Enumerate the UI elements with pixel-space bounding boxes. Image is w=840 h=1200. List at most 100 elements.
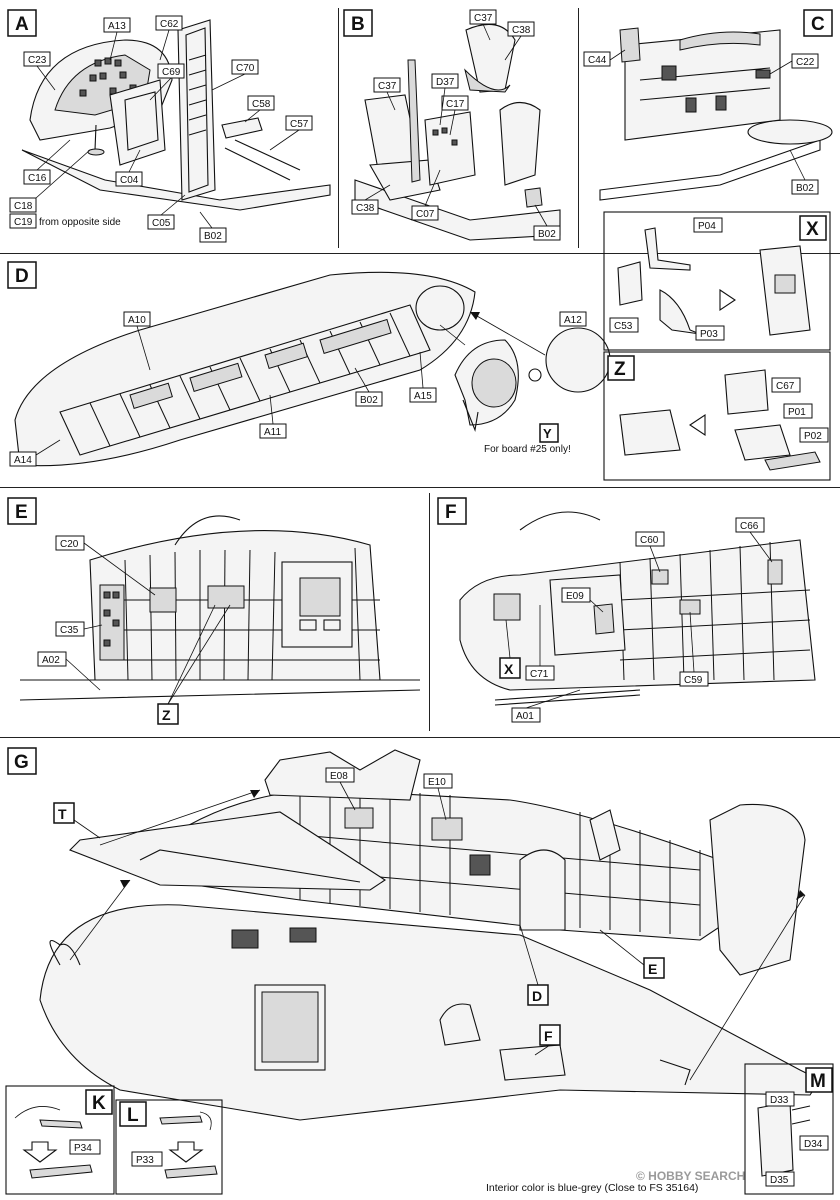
g-arrow-head-1 — [250, 790, 260, 798]
part-a12 — [545, 327, 611, 393]
seat-c38-left — [369, 159, 441, 201]
part-p03 — [659, 289, 701, 335]
svg-text:E08: E08 — [330, 771, 348, 782]
step-f-labels: C66 C60 E09 C71 C59 A01 X — [499, 517, 765, 723]
svg-text:C37: C37 — [378, 81, 397, 92]
step-g-letter: G — [14, 752, 29, 773]
l-curve-arrow — [199, 1111, 212, 1131]
step-g: G — [7, 747, 821, 1121]
svg-text:P03: P03 — [700, 329, 718, 340]
svg-text:C70: C70 — [236, 63, 255, 74]
step-l-box — [119, 1101, 147, 1127]
g-side-door-window — [261, 991, 319, 1063]
part-c22 — [755, 69, 771, 79]
f-door-opening — [549, 574, 626, 656]
c-boxes — [661, 65, 727, 113]
center-console-b — [424, 111, 476, 186]
svg-text:A11: A11 — [264, 427, 281, 438]
seat-base-top — [464, 68, 511, 93]
seat-c37-top — [465, 23, 516, 93]
g-vents — [231, 927, 317, 949]
step-m-letter: M — [810, 1071, 826, 1092]
arrow-a12 — [469, 311, 546, 356]
f-part-x — [493, 593, 521, 621]
interior-color-note: Interior color is blue-grey (Close to FS… — [486, 1182, 698, 1194]
svg-text:A15: A15 — [414, 391, 432, 402]
svg-text:C62: C62 — [160, 19, 179, 30]
svg-text:C04: C04 — [120, 175, 139, 186]
roof-windows — [129, 318, 392, 410]
grid-line-h1 — [0, 253, 840, 254]
g-tank — [519, 849, 566, 931]
g-tail — [709, 803, 806, 976]
part-p04 — [644, 227, 691, 271]
hatch-ellipse — [747, 119, 833, 145]
f-floor-a01 — [494, 689, 641, 706]
step-d-letter: D — [15, 266, 29, 287]
e-part-c20 — [149, 587, 177, 613]
g-top-panel-ridge — [139, 849, 361, 883]
tubing-c — [679, 31, 761, 51]
f-frames — [619, 541, 811, 681]
svg-text:A10: A10 — [128, 315, 146, 326]
e-panel-gauges — [103, 591, 120, 647]
step-d-labels: A10 A12 B02 A15 A11 A14 Y For board #25 … — [9, 311, 587, 467]
bulkhead-c70 — [177, 19, 216, 201]
step-e: E C20 C35 A02 Z — [7, 497, 421, 725]
arrow-x — [719, 288, 736, 312]
g-tail-cone — [659, 1059, 691, 1086]
svg-text:Y: Y — [543, 426, 552, 441]
console-frame — [124, 91, 159, 151]
step-k-box — [85, 1089, 113, 1115]
part-y-opening — [471, 358, 517, 408]
l-part-bottom — [164, 1165, 218, 1179]
grid-line-v2 — [578, 8, 579, 248]
svg-text:C35: C35 — [60, 625, 79, 636]
svg-text:E10: E10 — [428, 777, 446, 788]
arrow-y — [439, 324, 466, 346]
arrow-z — [689, 413, 706, 437]
g-part-e10 — [431, 817, 463, 841]
g-part-e08 — [344, 807, 374, 829]
svg-text:D35: D35 — [770, 1175, 789, 1186]
part-c53 — [617, 261, 643, 306]
g-arrows — [69, 789, 806, 1081]
step-x: X P04 C53 P03 — [603, 211, 831, 351]
svg-text:C58: C58 — [252, 99, 271, 110]
bulkhead-inner — [185, 27, 209, 193]
step-x-labels: P04 C53 P03 — [609, 217, 725, 341]
step-l: L P33 — [115, 1099, 223, 1195]
svg-text:C60: C60 — [640, 535, 659, 546]
g-top-panel-t — [69, 811, 387, 891]
step-f: F C66 C60 E09 C71 C59 A01 X — [437, 497, 816, 723]
svg-text:C18: C18 — [14, 201, 33, 212]
k-label-box — [69, 1139, 101, 1155]
assembly-z — [619, 409, 681, 456]
svg-text:B02: B02 — [360, 395, 378, 406]
l-part-top — [159, 1115, 203, 1125]
step-f-box — [437, 497, 467, 525]
console-b-gauges — [432, 127, 458, 146]
svg-text:A13: A13 — [108, 21, 126, 32]
svg-text:from opposite side: from opposite side — [39, 217, 121, 228]
rails-c57 — [224, 139, 301, 181]
svg-text:P04: P04 — [698, 221, 716, 232]
seat-c58 — [221, 117, 263, 139]
assembly-x-box — [774, 274, 796, 294]
roof-circle-opening — [415, 285, 465, 331]
grid-line-h3 — [0, 737, 840, 738]
svg-text:C57: C57 — [290, 119, 309, 130]
svg-text:P33: P33 — [136, 1155, 154, 1166]
step-k-frame — [5, 1085, 115, 1195]
seat-right — [499, 101, 541, 186]
watermark: © HOBBY SEARCH — [636, 1169, 745, 1183]
bulkhead-rungs — [188, 54, 207, 136]
svg-text:C20: C20 — [60, 539, 79, 550]
step-f-letter: F — [445, 502, 457, 523]
svg-text:C66: C66 — [740, 521, 759, 532]
g-lower-fuselage — [39, 904, 821, 1121]
k-curve-arrow — [14, 1106, 61, 1119]
svg-text:D34: D34 — [804, 1139, 823, 1150]
svg-text:T: T — [58, 806, 67, 822]
svg-text:P02: P02 — [804, 431, 822, 442]
